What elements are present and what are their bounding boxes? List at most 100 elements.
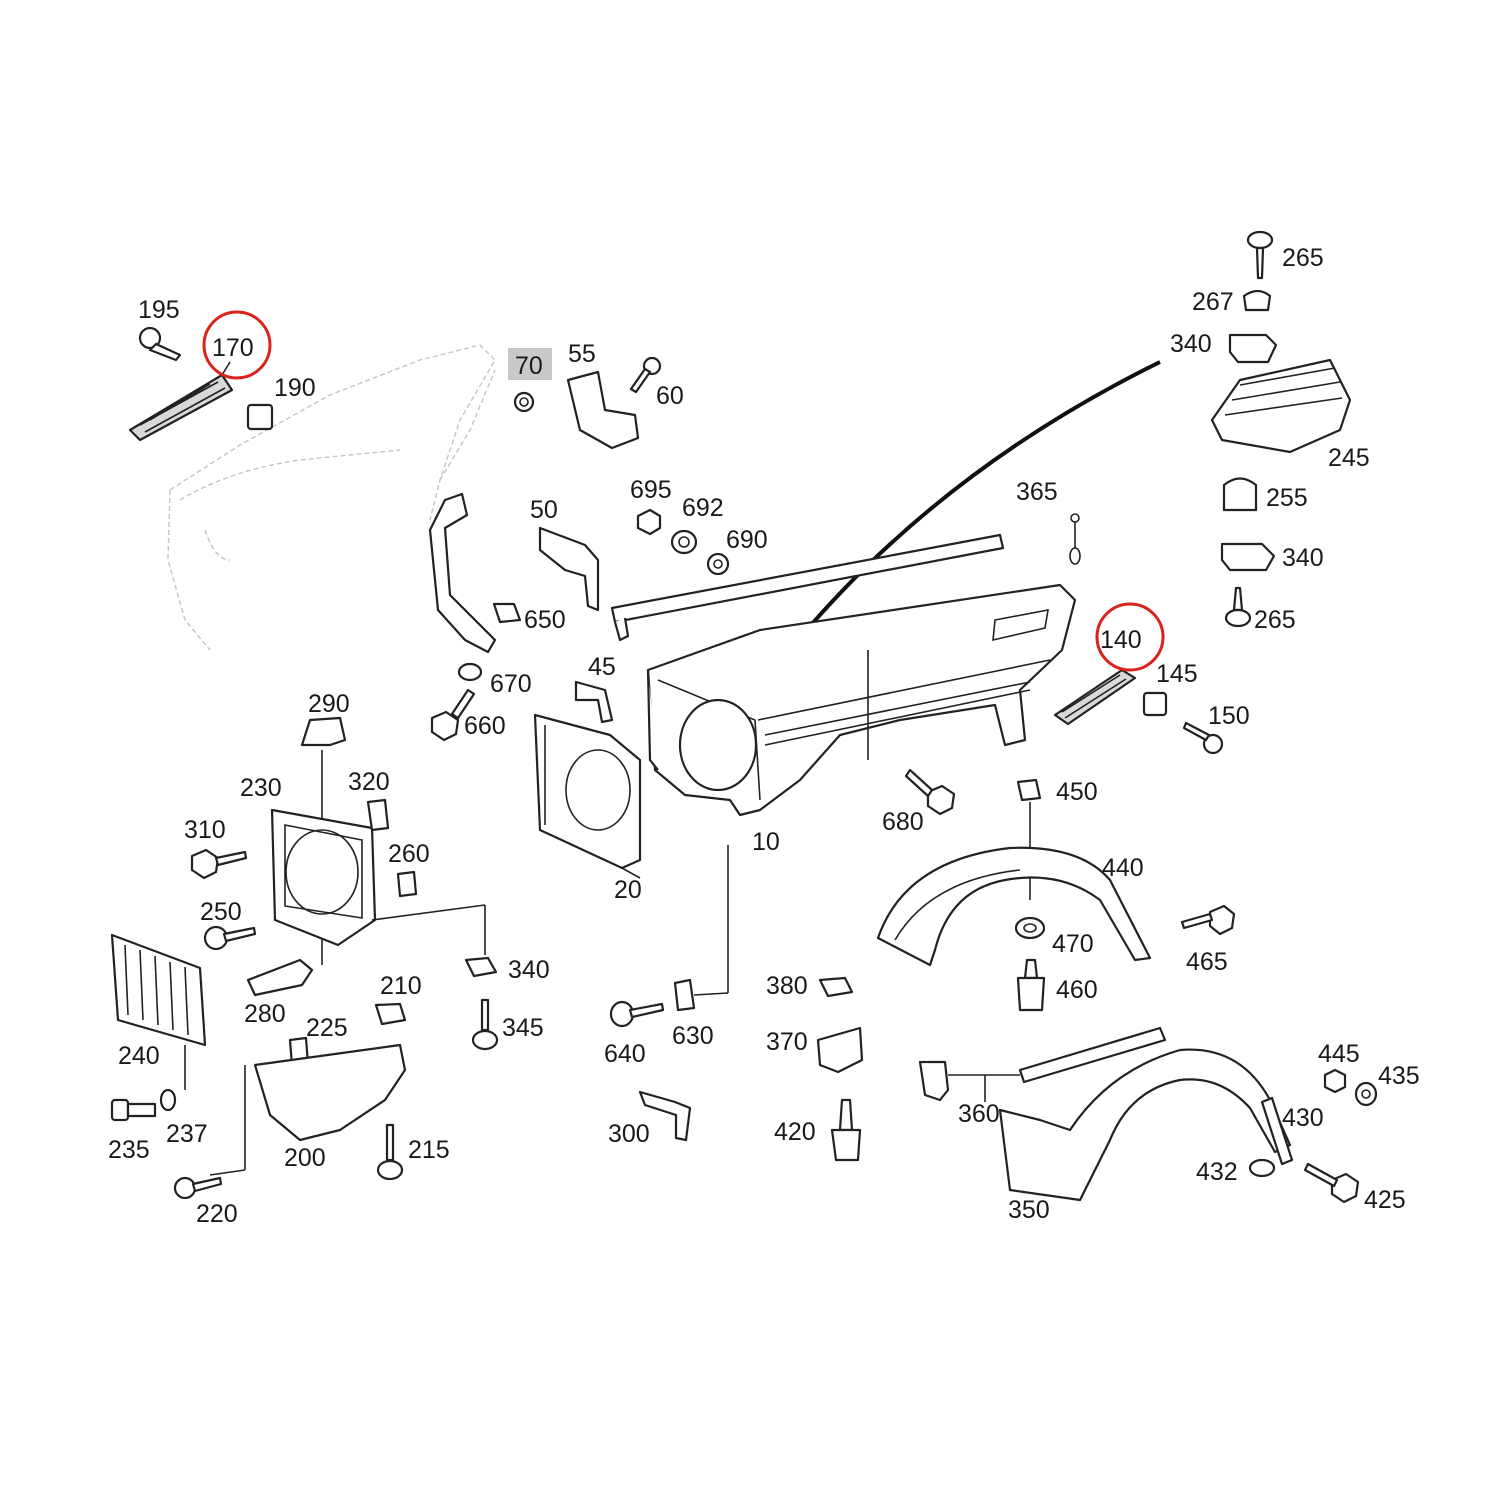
part-45-bracket xyxy=(574,680,614,724)
part-215-screw xyxy=(376,1123,404,1181)
callout-label-237: 237 xyxy=(166,1120,208,1148)
callout-label-240: 240 xyxy=(118,1042,160,1070)
callout-label-145: 145 xyxy=(1156,660,1198,688)
part-145-clip xyxy=(1142,691,1168,717)
part-695-nut xyxy=(636,508,662,536)
part-660-bolt xyxy=(430,688,476,742)
part-170-vent-grille xyxy=(128,361,234,442)
part-210-clip xyxy=(374,1002,407,1026)
part-60-screw xyxy=(629,356,662,394)
part-300-bracket xyxy=(638,1090,692,1142)
label-70-shade xyxy=(508,348,552,380)
part-380-clip xyxy=(818,976,854,998)
part-670-washer xyxy=(457,662,483,682)
callout-label-450: 450 xyxy=(1056,778,1098,806)
callout-label-465: 465 xyxy=(1186,948,1228,976)
callout-label-45: 45 xyxy=(588,653,616,681)
callout-label-20: 20 xyxy=(614,876,642,904)
callout-label-425: 425 xyxy=(1364,1186,1406,1214)
part-230-lamp-bucket xyxy=(270,808,486,955)
part-10-fender xyxy=(646,583,1077,817)
part-245-vent-housing xyxy=(1210,358,1352,454)
callout-label-220: 220 xyxy=(196,1200,238,1228)
callout-label-340b: 340 xyxy=(1282,544,1324,572)
callout-label-340c: 340 xyxy=(508,956,550,984)
part-345-screw xyxy=(471,998,499,1051)
callout-label-680: 680 xyxy=(882,808,924,836)
part-340c-nut xyxy=(464,956,498,978)
part-237-washer xyxy=(159,1088,177,1112)
callout-label-445: 445 xyxy=(1318,1040,1360,1068)
callout-label-50: 50 xyxy=(530,496,558,524)
part-265b-screw xyxy=(1224,586,1252,628)
callout-label-690: 690 xyxy=(726,526,768,554)
part-692-washer xyxy=(670,529,698,555)
callout-label-692: 692 xyxy=(682,494,724,522)
callout-label-470: 470 xyxy=(1052,930,1094,958)
callout-label-200: 200 xyxy=(284,1144,326,1172)
part-432-washer xyxy=(1248,1158,1276,1178)
part-640-screw xyxy=(609,1000,665,1028)
part-440-liner xyxy=(876,846,1152,967)
part-340a-nut xyxy=(1228,333,1278,364)
callout-label-440: 440 xyxy=(1102,854,1144,882)
part-630-bracket xyxy=(673,845,729,1012)
callout-label-265a: 265 xyxy=(1282,244,1324,272)
part-240-lens xyxy=(110,933,207,1090)
part-140-grille xyxy=(1053,668,1137,726)
callout-label-435: 435 xyxy=(1378,1062,1420,1090)
part-680-bolt xyxy=(867,650,956,816)
callout-label-170: 170 xyxy=(212,334,254,362)
callout-label-70: 70 xyxy=(515,352,543,380)
part-340b-nut xyxy=(1220,542,1276,572)
part-235-bolt xyxy=(110,1098,157,1122)
part-255-nut-cage xyxy=(1222,477,1258,512)
callout-label-195: 195 xyxy=(138,296,180,324)
callout-label-255: 255 xyxy=(1266,484,1308,512)
callout-label-350: 350 xyxy=(1008,1196,1050,1224)
callout-label-140: 140 xyxy=(1100,626,1142,654)
callout-label-235: 235 xyxy=(108,1136,150,1164)
part-220-screw xyxy=(173,1176,223,1200)
callout-label-265b: 265 xyxy=(1254,606,1296,634)
callout-label-630: 630 xyxy=(672,1022,714,1050)
part-420-clip xyxy=(830,1098,862,1162)
callout-label-10: 10 xyxy=(752,828,780,856)
part-465-screw xyxy=(1180,904,1236,936)
callout-label-290: 290 xyxy=(308,690,350,718)
part-190-clip xyxy=(246,403,274,431)
callout-label-267: 267 xyxy=(1192,288,1234,316)
part-690-washer xyxy=(706,552,730,576)
callout-label-190: 190 xyxy=(274,374,316,402)
callout-label-695: 695 xyxy=(630,476,672,504)
callout-label-60: 60 xyxy=(656,382,684,410)
callout-label-365: 365 xyxy=(1016,478,1058,506)
callout-label-660: 660 xyxy=(464,712,506,740)
callout-label-250: 250 xyxy=(200,898,242,926)
callout-label-300: 300 xyxy=(608,1120,650,1148)
callout-label-340a: 340 xyxy=(1170,330,1212,358)
callout-label-320: 320 xyxy=(348,768,390,796)
callout-label-640: 640 xyxy=(604,1040,646,1068)
callout-label-345: 345 xyxy=(502,1014,544,1042)
part-310-bolt xyxy=(190,848,248,880)
callout-label-225: 225 xyxy=(306,1014,348,1042)
callout-label-230: 230 xyxy=(240,774,282,802)
callout-label-380: 380 xyxy=(766,972,808,1000)
part-70-grommet xyxy=(513,391,535,413)
part-280-bracket xyxy=(246,958,314,997)
callout-label-670: 670 xyxy=(490,670,532,698)
part-445-nut xyxy=(1323,1068,1347,1094)
callout-label-370: 370 xyxy=(766,1028,808,1056)
fender-strap-bracket xyxy=(428,492,497,654)
part-267-clip xyxy=(1242,289,1272,312)
callout-label-420: 420 xyxy=(774,1118,816,1146)
callout-label-215: 215 xyxy=(408,1136,450,1164)
callout-label-430: 430 xyxy=(1282,1104,1324,1132)
part-250-screw xyxy=(203,925,257,951)
part-260-clip xyxy=(396,870,418,898)
callout-label-360: 360 xyxy=(958,1100,1000,1128)
part-460-plug xyxy=(1016,958,1046,1012)
